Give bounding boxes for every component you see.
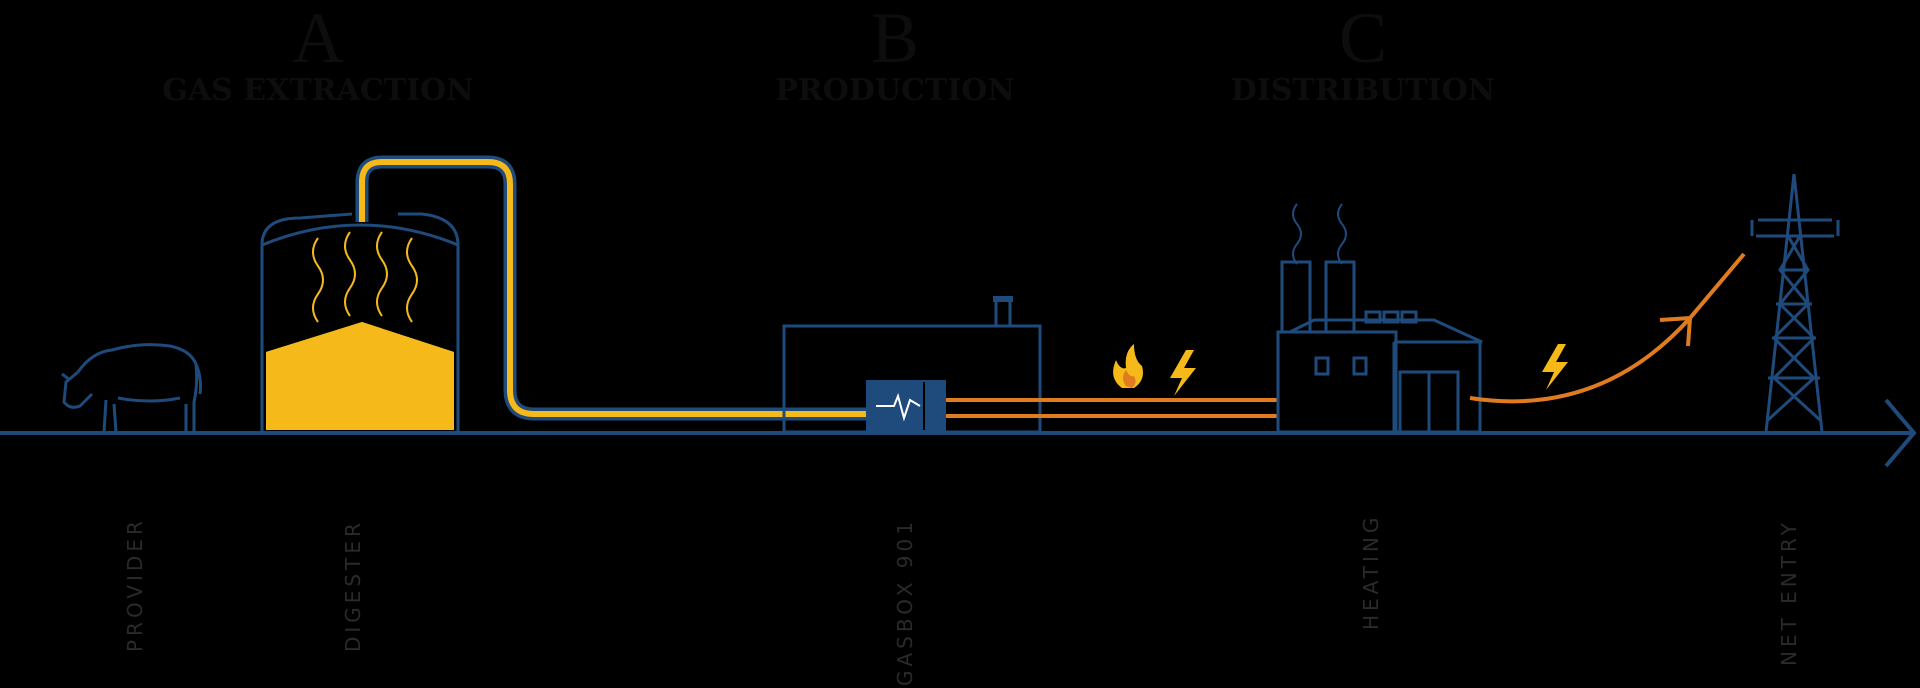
energy-output-lines (946, 398, 1278, 418)
stage-b-header: B PRODUCTION (775, 0, 1015, 108)
digester-tank-icon (260, 212, 460, 433)
flame-icon (1113, 344, 1143, 388)
stage-c-title: DISTRIBUTION (1231, 73, 1495, 108)
power-line-curve (1469, 252, 1746, 404)
stage-a-letter: A (292, 0, 344, 78)
timeline-arrow (0, 398, 1917, 468)
factory-icon (1276, 203, 1483, 434)
stage-a-title: GAS EXTRACTION (162, 73, 473, 108)
label-gasbox: GASBOX 901 (893, 518, 917, 686)
stage-c-letter: C (1339, 0, 1387, 78)
label-provider: PROVIDER (123, 517, 147, 652)
cow-icon (61, 343, 202, 433)
label-net-entry: NET ENTRY (1777, 519, 1801, 666)
lightning-icon-2 (1542, 344, 1568, 390)
label-digester: DIGESTER (341, 519, 365, 652)
gasbox-unit-icon (866, 380, 946, 432)
lightning-icon (1170, 350, 1196, 396)
stage-c-header: C DISTRIBUTION (1231, 0, 1495, 108)
stage-a-header: A GAS EXTRACTION (162, 0, 473, 108)
stage-b-letter: B (871, 0, 919, 78)
stage-b-title: PRODUCTION (775, 73, 1015, 108)
power-pylon-icon (1750, 173, 1840, 433)
gas-pipe (355, 155, 880, 421)
label-heating: HEATING (1359, 514, 1383, 630)
